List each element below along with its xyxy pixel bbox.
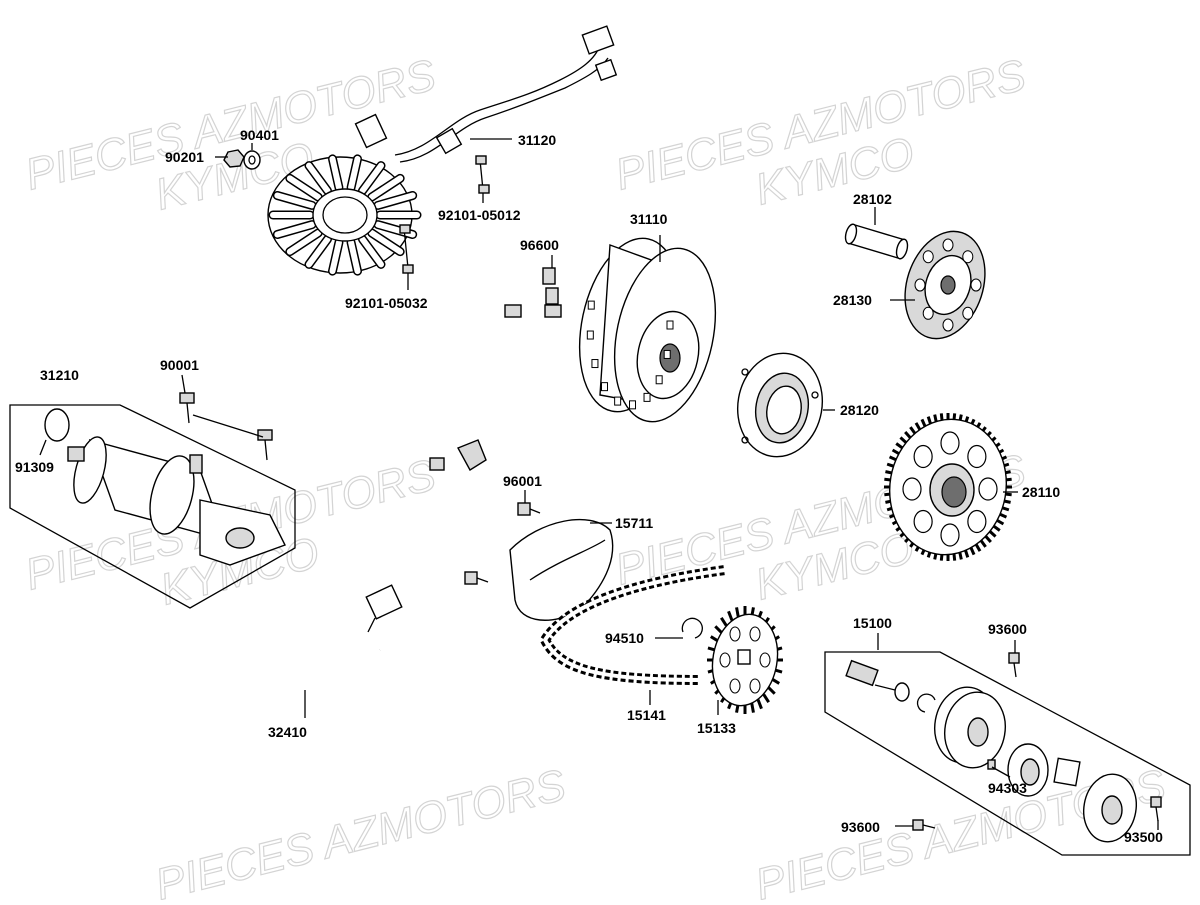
label-96600[interactable]: 96600 bbox=[520, 237, 559, 253]
gear-holes bbox=[902, 431, 998, 547]
label-93500[interactable]: 93500 bbox=[1124, 829, 1163, 845]
label-90201[interactable]: 90201 bbox=[165, 149, 204, 165]
label-90001[interactable]: 90001 bbox=[160, 357, 199, 373]
stator-bolts bbox=[399, 155, 490, 274]
label-92101-05032[interactable]: 92101-05032 bbox=[345, 295, 428, 311]
label-15100[interactable]: 15100 bbox=[853, 615, 892, 631]
label-28120[interactable]: 28120 bbox=[840, 402, 879, 418]
label-15711[interactable]: 15711 bbox=[615, 515, 653, 531]
label-31110[interactable]: 31110 bbox=[630, 211, 668, 227]
sprocket-holes bbox=[719, 626, 771, 694]
label-31210[interactable]: 31210 bbox=[40, 367, 79, 383]
pin-and-plate bbox=[844, 223, 986, 340]
starter-cable bbox=[252, 439, 487, 690]
label-91309[interactable]: 91309 bbox=[15, 459, 54, 475]
chain-drive bbox=[464, 502, 783, 714]
label-28130[interactable]: 28130 bbox=[833, 292, 872, 308]
label-28110[interactable]: 28110 bbox=[1022, 484, 1060, 500]
washer-icon bbox=[243, 150, 261, 170]
callout-leaders bbox=[39, 138, 1159, 830]
label-28102[interactable]: 28102 bbox=[853, 191, 892, 207]
o-ring-icon bbox=[44, 408, 70, 442]
label-92101-05012[interactable]: 92101-05012 bbox=[438, 207, 521, 223]
starter-motor-group bbox=[9, 392, 296, 609]
flywheel-assembly bbox=[504, 237, 717, 423]
label-96001[interactable]: 96001 bbox=[503, 473, 542, 489]
stator-assembly bbox=[223, 25, 618, 276]
part-labels: 31120 90401 90201 92101-05012 92101-0503… bbox=[15, 127, 1163, 845]
oil-pump-group bbox=[824, 651, 1191, 856]
label-90401[interactable]: 90401 bbox=[240, 127, 279, 143]
flywheel-bolts bbox=[504, 267, 562, 318]
label-31120[interactable]: 31120 bbox=[518, 132, 556, 148]
label-15141[interactable]: 15141 bbox=[627, 707, 666, 723]
starter-gear bbox=[884, 413, 1012, 561]
label-15133[interactable]: 15133 bbox=[697, 720, 736, 736]
nut-icon bbox=[223, 149, 245, 168]
label-94303[interactable]: 94303 bbox=[988, 780, 1027, 796]
one-way-clutch bbox=[736, 352, 824, 458]
label-93600[interactable]: 93600 bbox=[988, 621, 1027, 637]
label-93600[interactable]: 93600 bbox=[841, 819, 880, 835]
label-94510[interactable]: 94510 bbox=[605, 630, 644, 646]
flywheel-slots bbox=[586, 300, 674, 410]
plate-holes bbox=[914, 238, 982, 332]
stator-teeth bbox=[268, 154, 422, 276]
watermark-text: PIECES AZMOTORS bbox=[151, 760, 571, 900]
label-32410[interactable]: 32410 bbox=[268, 724, 307, 740]
